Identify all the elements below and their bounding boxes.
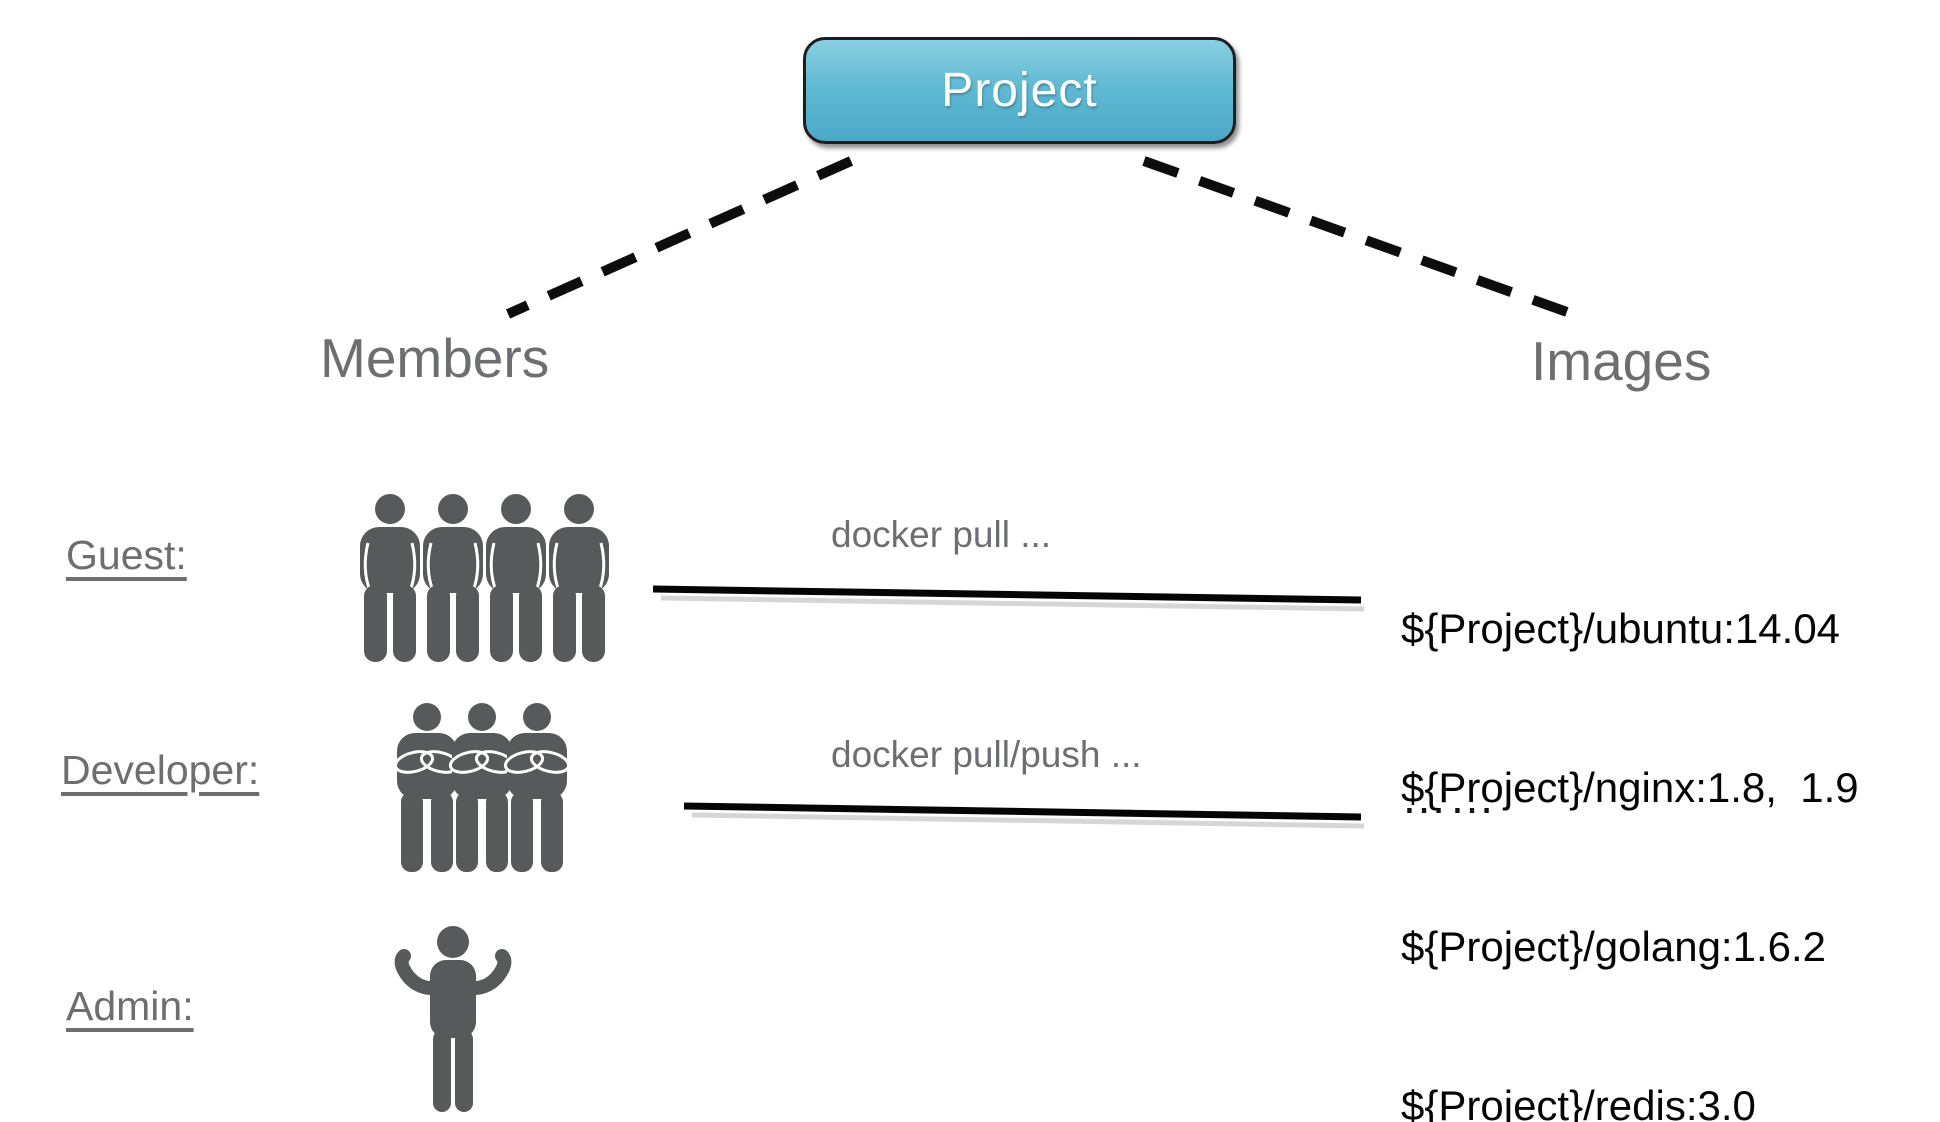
developer-members-group: [392, 702, 572, 878]
project-node[interactable]: Project: [803, 37, 1236, 144]
images-branch-label: Images: [1531, 330, 1712, 392]
image-list: ${Project}/ubuntu:14.04 ${Project}/nginx…: [1401, 496, 1859, 1122]
image-list-item: ${Project}/golang:1.6.2: [1401, 923, 1827, 970]
guest-members-group: [351, 493, 611, 663]
guest-role-label: Guest:: [66, 532, 187, 578]
image-list-item: ${Project}/nginx:1.8, 1.9: [1401, 764, 1859, 811]
guest-action-label: docker pull ...: [831, 514, 1052, 555]
project-to-members-dashed-line: [505, 156, 854, 319]
members-branch-label: Members: [320, 327, 550, 389]
admin-role-label: Admin:: [66, 983, 194, 1029]
crossed-arms-person-icon: [502, 702, 572, 874]
developer-action-label: docker pull/push ...: [831, 734, 1142, 775]
project-to-images-dashed-line: [1142, 156, 1583, 322]
image-list-item: ${Project}/redis:3.0: [1401, 1082, 1756, 1122]
developer-line-shadow: [691, 812, 1365, 829]
project-node-label: Project: [941, 64, 1098, 117]
developer-role-label: Developer:: [61, 747, 260, 793]
guest-line-shadow: [660, 595, 1365, 612]
image-list-ellipsis: ……: [1401, 771, 1497, 823]
open-arms-person-icon: [378, 925, 528, 1113]
developer-pull-push-line: [683, 802, 1362, 821]
standing-person-icon: [547, 493, 611, 663]
admin-member-group: [378, 925, 528, 1118]
image-list-item: ${Project}/ubuntu:14.04: [1401, 605, 1841, 652]
guest-pull-line: [652, 585, 1362, 604]
